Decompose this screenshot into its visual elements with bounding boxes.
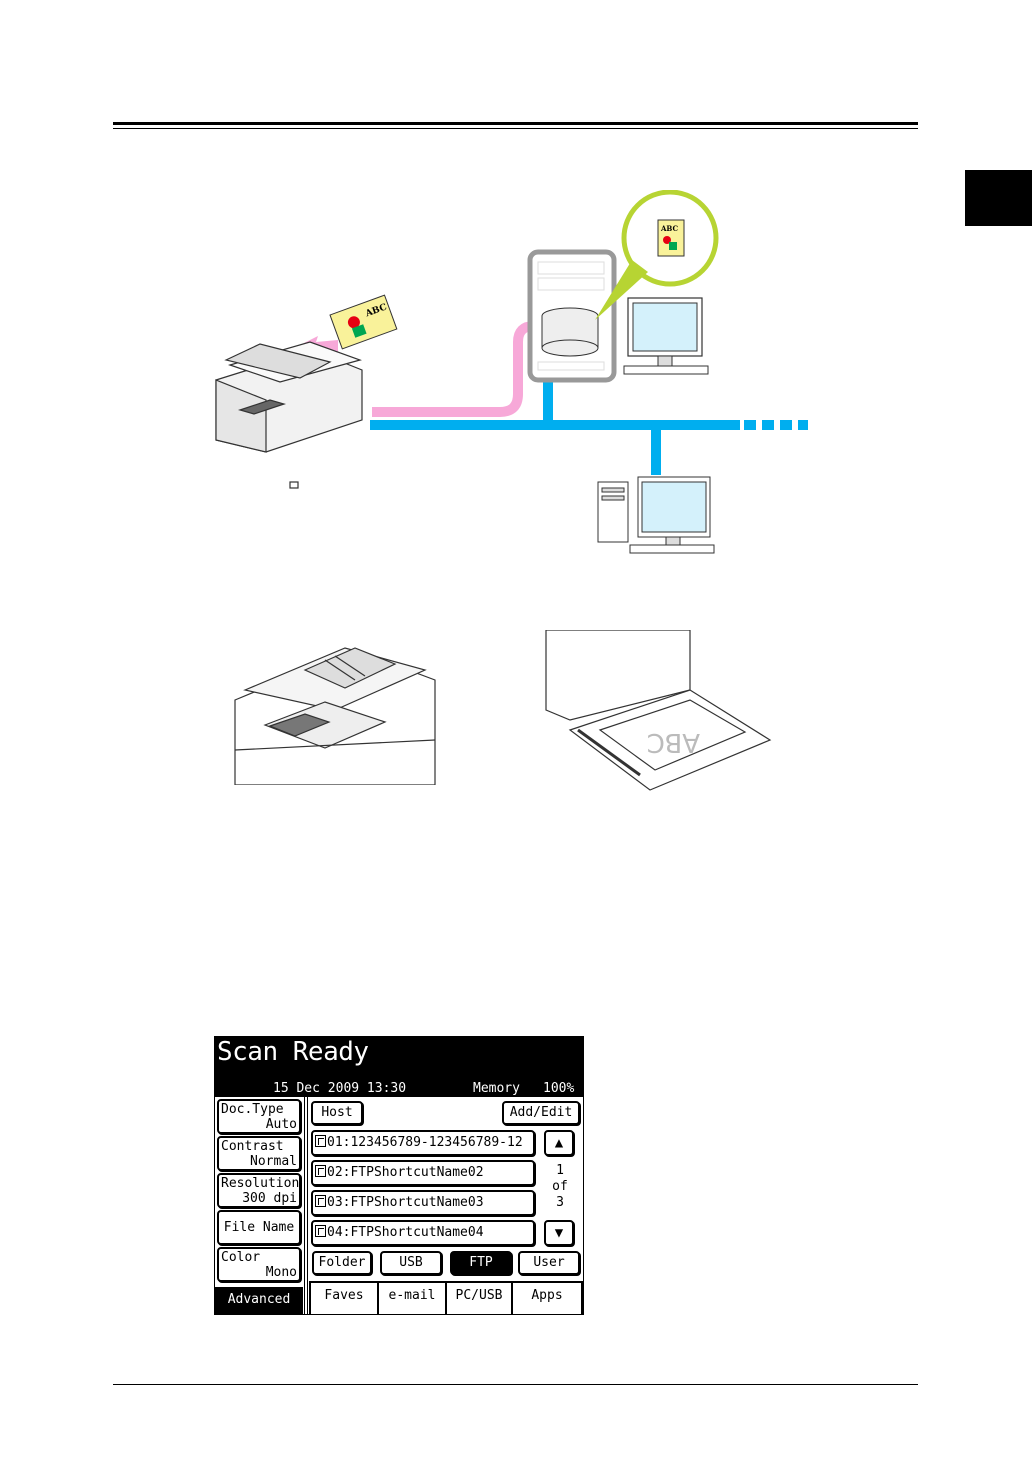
- list-item[interactable]: 02:FTPShortcutName02: [311, 1160, 535, 1186]
- svg-text:ABC: ABC: [660, 224, 678, 233]
- document-icon: ABC: [330, 295, 397, 349]
- ftp-shortcut-icon: [315, 1195, 326, 1207]
- network-line: [370, 420, 740, 430]
- list-item-label: 03:FTPShortcutName03: [327, 1195, 484, 1210]
- lcd-memory-label: Memory: [473, 1081, 520, 1096]
- panel-divider: [304, 1097, 308, 1315]
- ftp-shortcut-icon: [315, 1135, 326, 1147]
- page-of: of: [545, 1179, 575, 1195]
- lcd-title: Scan Ready: [217, 1037, 369, 1067]
- file-name-label: File Name: [219, 1221, 299, 1235]
- resolution-value: 300 dpi: [242, 1192, 297, 1206]
- page-current: 1: [545, 1163, 575, 1179]
- ftp-button[interactable]: FTP: [450, 1251, 512, 1275]
- desktop-pc-icon: [598, 477, 714, 553]
- file-name-button[interactable]: File Name: [217, 1210, 301, 1245]
- list-item-label: 02:FTPShortcutName02: [327, 1165, 484, 1180]
- list-item[interactable]: 03:FTPShortcutName03: [311, 1190, 535, 1216]
- user-button[interactable]: User: [518, 1251, 580, 1275]
- color-value: Mono: [266, 1266, 297, 1280]
- contrast-label: Contrast: [221, 1140, 284, 1154]
- resolution-label: Resolution: [221, 1177, 299, 1191]
- network-diagram: ABC ABC: [200, 190, 840, 570]
- host-button[interactable]: Host: [311, 1101, 363, 1125]
- lcd-status-bar: Scan Ready 15 Dec 2009 13:30 Memory 100%: [215, 1037, 583, 1097]
- ftp-shortcut-icon: [315, 1165, 326, 1177]
- color-button[interactable]: Color Mono: [217, 1247, 301, 1282]
- mfp-icon: [216, 342, 362, 488]
- triangle-down-icon: ▼: [555, 1225, 563, 1241]
- header-rule-thick: [113, 122, 918, 125]
- folder-button[interactable]: Folder: [312, 1251, 372, 1275]
- list-item-label: 04:FTPShortcutName04: [327, 1225, 484, 1240]
- add-edit-button[interactable]: Add/Edit: [502, 1101, 580, 1125]
- page-total: 3: [545, 1195, 575, 1211]
- contrast-value: Normal: [250, 1155, 297, 1169]
- tab-pc-usb[interactable]: PC/USB: [445, 1281, 513, 1314]
- lcd-datetime: 15 Dec 2009 13:30: [273, 1081, 406, 1096]
- scan-lcd-panel: Scan Ready 15 Dec 2009 13:30 Memory 100%…: [214, 1036, 584, 1315]
- doc-type-value: Auto: [266, 1118, 297, 1132]
- header-rule-thin: [113, 128, 918, 129]
- lcd-memory-value: 100%: [543, 1081, 574, 1096]
- scroll-up-button[interactable]: ▲: [544, 1130, 574, 1156]
- tab-apps[interactable]: Apps: [511, 1281, 583, 1314]
- server-icon: [530, 252, 614, 380]
- data-flow-arrow: [372, 326, 538, 412]
- monitor-icon: [624, 298, 708, 374]
- tab-faves[interactable]: Faves: [309, 1281, 379, 1314]
- contrast-button[interactable]: Contrast Normal: [217, 1136, 301, 1171]
- scroll-down-button[interactable]: ▼: [544, 1220, 574, 1246]
- color-label: Color: [221, 1251, 260, 1265]
- list-item[interactable]: 01:123456789-123456789-12: [311, 1130, 535, 1156]
- usb-button[interactable]: USB: [380, 1251, 442, 1275]
- tab-e-mail[interactable]: e-mail: [377, 1281, 447, 1314]
- ftp-shortcut-icon: [315, 1225, 326, 1237]
- triangle-up-icon: ▲: [555, 1135, 563, 1151]
- footer-rule: [113, 1384, 918, 1385]
- adf-illustration: [225, 630, 440, 785]
- advanced-button[interactable]: Advanced: [215, 1287, 303, 1314]
- doc-type-button[interactable]: Doc.Type Auto: [217, 1099, 301, 1134]
- glass-illustration: ABC: [540, 630, 775, 795]
- doc-type-label: Doc.Type: [221, 1103, 284, 1117]
- list-item-label: 01:123456789-123456789-12: [327, 1135, 523, 1150]
- glass-doc-label: ABC: [647, 727, 700, 757]
- list-item[interactable]: 04:FTPShortcutName04: [311, 1220, 535, 1246]
- resolution-button[interactable]: Resolution 300 dpi: [217, 1173, 301, 1208]
- chapter-tab: [965, 170, 1032, 226]
